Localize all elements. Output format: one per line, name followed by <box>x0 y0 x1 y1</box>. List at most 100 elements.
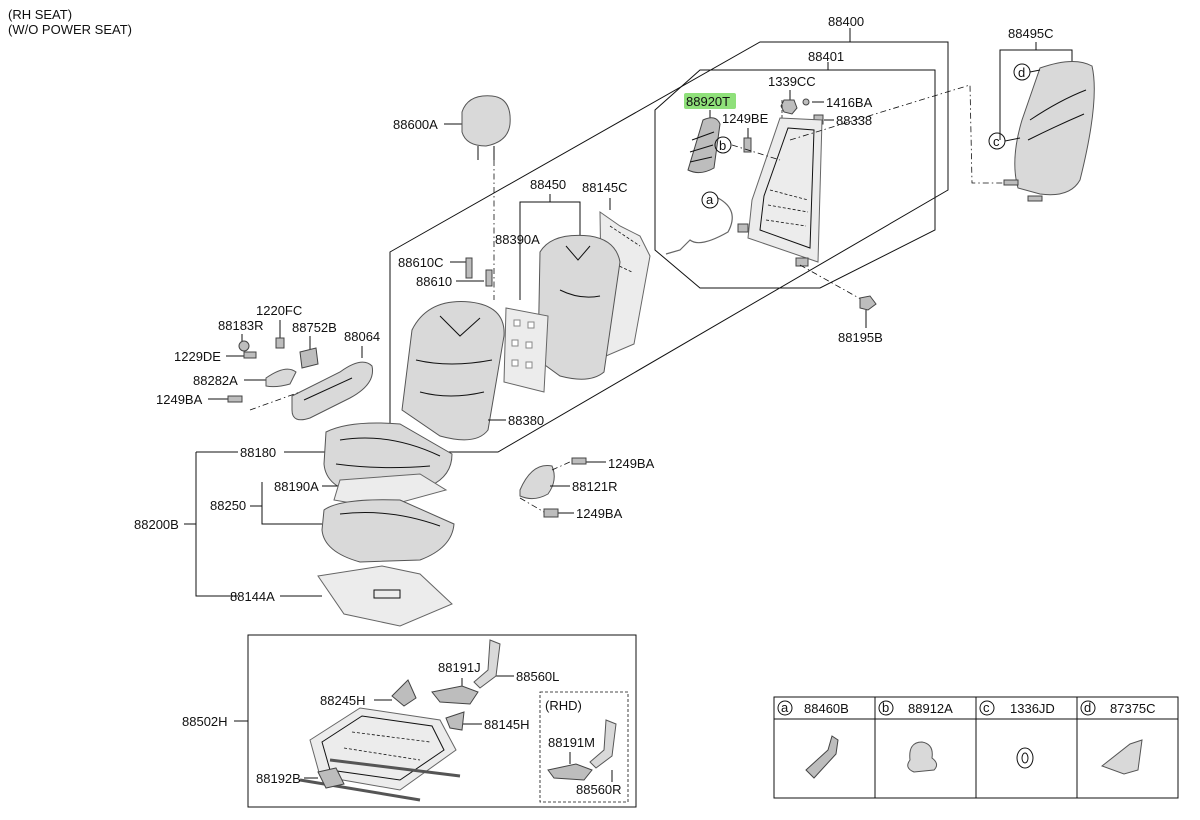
label-1220FC[interactable]: 1220FC <box>256 303 302 318</box>
label-88450[interactable]: 88450 <box>530 177 566 192</box>
label-88145H[interactable]: 88145H <box>484 717 530 732</box>
legend-key-b-text: b <box>882 700 889 715</box>
legend-key-a-text: a <box>781 700 789 715</box>
label-88560R[interactable]: 88560R <box>576 782 622 797</box>
part-88600A-headrest <box>461 95 511 147</box>
legend-cell-a[interactable]: a 88460B <box>777 700 849 779</box>
part-88282A <box>265 368 297 388</box>
label-88920T[interactable]: 88920T <box>686 94 730 109</box>
part-1339CC-nut <box>780 99 798 115</box>
label-88064[interactable]: 88064 <box>344 329 380 344</box>
legend-part-c: 1336JD <box>1010 701 1055 716</box>
callout-c-upper-text: c <box>993 134 1000 149</box>
bracket-88250 <box>261 482 322 525</box>
dash-b <box>731 144 781 161</box>
spring-mat-holes <box>511 319 535 369</box>
label-88502H[interactable]: 88502H <box>182 714 228 729</box>
label-1416BA[interactable]: 1416BA <box>826 95 873 110</box>
highlight-88920T <box>684 93 736 109</box>
part-88195B-bolt <box>859 295 877 311</box>
part-88752B <box>299 347 319 369</box>
label-rhd: (RHD) <box>545 698 582 713</box>
dash-1249BA-c <box>519 497 545 513</box>
legend-table <box>773 696 1179 799</box>
dash-1249BA-b <box>551 460 573 471</box>
part-1249BA-a <box>227 395 243 403</box>
callout-b-upper-text: b <box>719 138 726 153</box>
label-88192B[interactable]: 88192B <box>256 771 301 786</box>
label-88560L[interactable]: 88560L <box>516 669 559 684</box>
callout-b-upper[interactable] <box>714 136 732 154</box>
label-88250[interactable]: 88250 <box>210 498 246 513</box>
part-88245H <box>391 679 417 707</box>
legend-part-a: 88460B <box>804 701 849 716</box>
part-1220FC <box>275 337 285 349</box>
label-88183R[interactable]: 88183R <box>218 318 264 333</box>
legend-key-d-text: d <box>1084 700 1091 715</box>
legend-cell-c[interactable]: c 1336JD <box>979 700 1055 769</box>
label-88282A[interactable]: 88282A <box>193 373 238 388</box>
label-88180[interactable]: 88180 <box>240 445 276 460</box>
legend-part-b-image <box>907 741 938 773</box>
callout-a-upper-text: a <box>706 192 714 207</box>
label-88338[interactable]: 88338 <box>836 113 872 128</box>
label-1249BA-c[interactable]: 1249BA <box>576 506 623 521</box>
label-88752B[interactable]: 88752B <box>292 320 337 335</box>
label-88401[interactable]: 88401 <box>808 49 844 64</box>
label-88200B[interactable]: 88200B <box>134 517 179 532</box>
bracket-88200B <box>195 452 238 597</box>
label-1229DE[interactable]: 1229DE <box>174 349 221 364</box>
wire-harness <box>665 197 733 255</box>
label-88245H[interactable]: 88245H <box>320 693 366 708</box>
label-1249BE[interactable]: 1249BE <box>722 111 769 126</box>
legend-key-c-text: c <box>983 700 990 715</box>
label-1249BA-b[interactable]: 1249BA <box>608 456 655 471</box>
dash-to-88495C <box>789 84 1010 184</box>
label-88495C[interactable]: 88495C <box>1008 26 1054 41</box>
legend-cell-b[interactable]: b 88912A <box>878 700 953 773</box>
label-88610[interactable]: 88610 <box>416 274 452 289</box>
part-1229DE <box>243 351 257 359</box>
part-88380-back-cover <box>401 301 505 441</box>
label-88400[interactable]: 88400 <box>828 14 864 29</box>
legend-key-d <box>1080 700 1096 716</box>
dash-to-88195B <box>799 264 867 303</box>
label-88380[interactable]: 88380 <box>508 413 544 428</box>
part-88121R-lever <box>519 465 555 500</box>
legend-part-d-image <box>1100 739 1143 775</box>
leader-c <box>1004 137 1021 142</box>
part-88192B <box>317 767 345 789</box>
callout-d-upper-text: d <box>1018 65 1025 80</box>
label-1249BA-a[interactable]: 1249BA <box>156 392 203 407</box>
part-88610 <box>485 269 493 287</box>
label-88144A[interactable]: 88144A <box>230 589 275 604</box>
label-88390A[interactable]: 88390A <box>495 232 540 247</box>
part-1249BA-c <box>543 508 559 518</box>
part-1416BA <box>802 98 810 106</box>
part-88390A-back-pad <box>537 234 621 380</box>
part-88920T-side-airbag <box>687 117 721 174</box>
part-1249BE-bolt <box>743 137 752 153</box>
track-rail-2 <box>329 758 461 778</box>
label-88191M[interactable]: 88191M <box>548 735 595 750</box>
part-88183R <box>238 340 250 352</box>
label-88195B[interactable]: 88195B <box>838 330 883 345</box>
part-88250-cushion-pad <box>321 499 455 563</box>
label-88121R[interactable]: 88121R <box>572 479 618 494</box>
callout-a-upper[interactable] <box>701 191 719 209</box>
cover-foot-1 <box>1003 179 1019 186</box>
label-1339CC[interactable]: 1339CC <box>768 74 816 89</box>
label-88190A[interactable]: 88190A <box>274 479 319 494</box>
label-88191J[interactable]: 88191J <box>438 660 481 675</box>
part-88064-side-shield <box>291 361 374 421</box>
legend-cell-d[interactable]: d 87375C <box>1080 700 1156 775</box>
label-88610C[interactable]: 88610C <box>398 255 444 270</box>
airbag-ribs <box>689 131 715 163</box>
part-1249BA-b <box>571 457 587 465</box>
label-88145C[interactable]: 88145C <box>582 180 628 195</box>
label-88600A[interactable]: 88600A <box>393 117 438 132</box>
rhd-box <box>539 691 629 803</box>
legend-key-b <box>878 700 894 716</box>
legend-key-c <box>979 700 995 716</box>
